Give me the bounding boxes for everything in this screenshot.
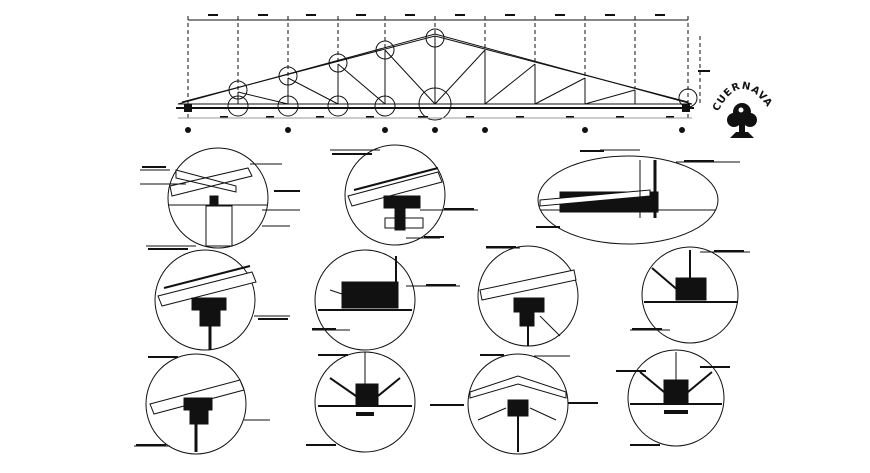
detail-6 [477, 245, 579, 347]
dimension-ticks [208, 14, 710, 72]
tree-icon [727, 103, 757, 138]
detail-1 [140, 147, 300, 249]
detail-5 [312, 249, 460, 351]
detail-8 [134, 353, 270, 455]
detail-10 [430, 353, 598, 455]
brand-logo: CUERNAVACA [0, 0, 773, 138]
detail-3 [536, 149, 740, 245]
detail-11 [616, 349, 730, 447]
detail-2 [330, 144, 478, 246]
top-dimension-line [187, 16, 689, 118]
detail-9 [306, 351, 416, 453]
detail-4 [146, 245, 290, 351]
truss-elevation [176, 28, 698, 133]
detail-7 [630, 246, 750, 344]
